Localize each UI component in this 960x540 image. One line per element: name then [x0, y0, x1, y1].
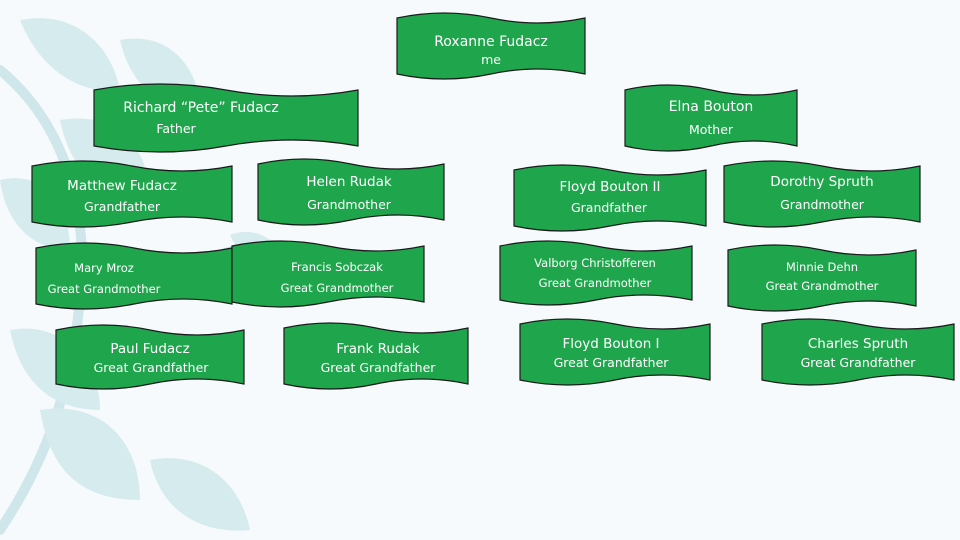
- flag-shape: [513, 164, 707, 232]
- person-name: Francis Sobczak: [291, 260, 383, 274]
- person-maternal-grandmother: Dorothy Spruth Grandmother: [723, 160, 921, 228]
- person-name: Matthew Fudacz: [67, 178, 177, 194]
- flag-shape: [761, 318, 955, 386]
- person-name: Floyd Bouton II: [559, 179, 661, 195]
- flag-shape: [723, 160, 921, 228]
- flag-shape: [93, 83, 359, 153]
- flag-shape: [283, 322, 469, 390]
- person-relation: Great Grandmother: [280, 281, 394, 295]
- person-great-grandmother-3: Valborg Christofferen Great Grandmother: [499, 240, 693, 306]
- person-relation: Great Grandfather: [320, 360, 436, 375]
- person-relation: Grandfather: [83, 199, 161, 214]
- person-great-grandmother-1: Mary Mroz Great Grandmother: [35, 242, 233, 310]
- person-name: Paul Fudacz: [110, 341, 190, 357]
- person-great-grandfather-3: Floyd Bouton I Great Grandfather: [519, 318, 711, 386]
- person-relation: Great Grandmother: [47, 282, 161, 296]
- person-relation: Grandmother: [307, 197, 391, 212]
- person-father: Richard “Pete” Fudacz Father: [93, 82, 359, 153]
- person-great-grandmother-2: Francis Sobczak Great Grandmother: [231, 240, 425, 308]
- person-relation: Great Grandfather: [800, 355, 916, 370]
- person-relation: Mother: [688, 122, 734, 137]
- person-name: Minnie Dehn: [785, 260, 859, 274]
- person-maternal-grandfather: Floyd Bouton II Grandfather: [513, 164, 707, 232]
- person-great-grandfather-2: Frank Rudak Great Grandfather: [283, 322, 469, 390]
- person-relation: Great Grandfather: [553, 355, 669, 370]
- person-name: Mary Mroz: [74, 261, 134, 275]
- person-name: Richard “Pete” Fudacz: [123, 100, 279, 116]
- flag-shape: [31, 160, 233, 228]
- flag-shape: [396, 12, 586, 80]
- flag-shape: [499, 240, 693, 306]
- person-name: Charles Spruth: [807, 336, 909, 352]
- person-great-grandfather-1: Paul Fudacz Great Grandfather: [55, 324, 245, 390]
- person-name: Floyd Bouton I: [562, 336, 660, 352]
- person-relation: Grandfather: [570, 200, 648, 215]
- person-mother: Elna Bouton Mother: [624, 84, 798, 152]
- person-paternal-grandfather: Matthew Fudacz Grandfather: [31, 160, 233, 228]
- person-name: Frank Rudak: [336, 341, 420, 357]
- person-relation: Grandmother: [780, 197, 864, 212]
- flag-shape: [727, 244, 917, 312]
- person-me: Roxanne Fudacz me: [396, 12, 586, 80]
- person-relation: Great Grandmother: [538, 276, 652, 290]
- person-name: Valborg Christofferen: [534, 256, 656, 270]
- person-relation: Great Grandmother: [765, 279, 879, 293]
- flag-shape: [231, 240, 425, 308]
- person-paternal-grandmother: Helen Rudak Grandmother: [257, 158, 445, 226]
- person-name: Elna Bouton: [668, 99, 754, 115]
- person-name: Helen Rudak: [306, 174, 392, 190]
- person-name: Dorothy Spruth: [770, 174, 874, 190]
- person-name: Roxanne Fudacz: [434, 34, 548, 50]
- flag-shape: [35, 242, 233, 310]
- flag-shape: [519, 318, 711, 386]
- person-great-grandfather-4: Charles Spruth Great Grandfather: [761, 318, 955, 386]
- person-relation: Great Grandfather: [93, 360, 209, 375]
- person-relation: me: [481, 52, 501, 67]
- person-relation: Father: [156, 121, 196, 136]
- flag-shape: [257, 158, 445, 226]
- flag-shape: [624, 84, 798, 152]
- person-great-grandmother-4: Minnie Dehn Great Grandmother: [727, 244, 917, 312]
- flag-shape: [55, 324, 245, 390]
